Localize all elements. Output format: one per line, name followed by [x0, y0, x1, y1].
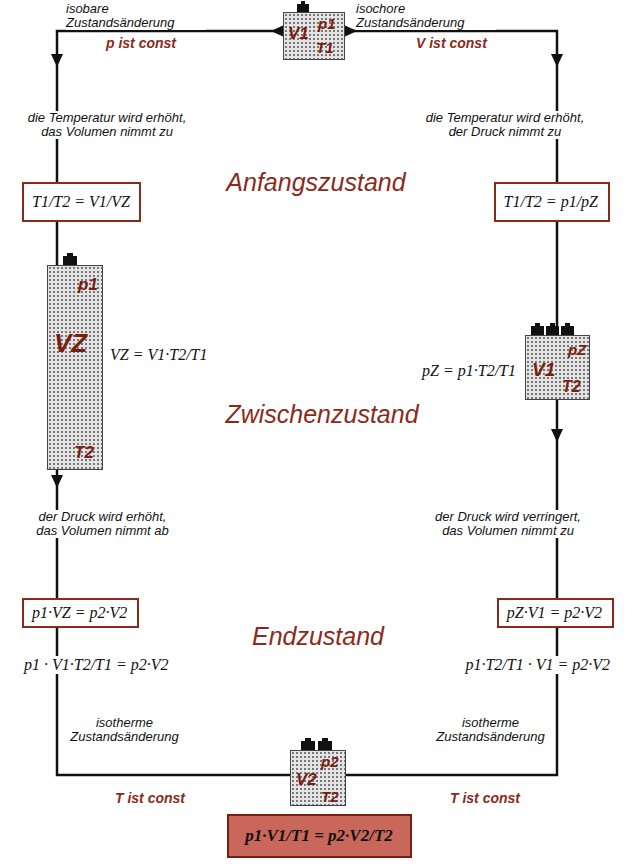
piston-weight: [301, 741, 315, 750]
piston-weight: [63, 256, 77, 265]
weight-knob: [565, 323, 570, 326]
gas-cylinder: p2V2T2: [290, 750, 346, 806]
state-variable: p1: [78, 276, 98, 293]
constant-label: p ist const: [104, 35, 178, 51]
piston-weight: [531, 326, 544, 335]
weight-knob: [67, 253, 73, 256]
connector: [51, 25, 284, 182]
arrow-head: [51, 54, 63, 67]
piston-weight: [297, 4, 309, 12]
state-variable: VZ: [54, 330, 87, 356]
formula-box: pZ·V1 = p2·V2: [497, 598, 614, 628]
process-name: isobare Zustandsänderung: [66, 2, 206, 30]
formula-text: pZ = p1·T2/T1: [420, 362, 518, 380]
state-variable: T1: [316, 40, 334, 55]
formula-box: T1/T2 = V1/VZ: [22, 182, 141, 222]
piston-weight: [318, 741, 332, 750]
weight-knob: [322, 738, 328, 741]
gas-cylinder: V1 p1T1: [283, 12, 345, 60]
formula-text: T1/T2 = p1/pZ: [504, 193, 600, 211]
connector-line: [57, 31, 283, 182]
process-name: isotherme Zustandsänderung: [428, 716, 553, 744]
formula-text: p1·VZ = p2·V2: [32, 604, 129, 622]
constant-label: T ist const: [448, 790, 522, 806]
constant-label: T ist const: [113, 790, 187, 806]
result-formula-box: p1·V1/T1 = p2·V2/T2: [227, 814, 412, 858]
state-label: Anfangszustand: [223, 168, 408, 197]
connector-line: [56, 222, 59, 265]
state-variable: V1: [532, 360, 555, 379]
formula-box: T1/T2 = p1/pZ: [494, 182, 610, 222]
arrow-head: [551, 54, 563, 67]
piston-weight: [546, 326, 559, 335]
formula-text: T1/T2 = V1/VZ: [32, 193, 131, 211]
constant-label: V ist const: [414, 35, 489, 51]
connector: [551, 400, 563, 598]
connector-line: [345, 31, 557, 182]
annotation-text: die Temperatur wird erhöht, der Druck ni…: [420, 111, 590, 139]
state-variable: V2: [296, 771, 317, 788]
connector: [344, 25, 563, 182]
weight-knob: [301, 1, 305, 4]
connector: [57, 222, 58, 265]
formula-text: VZ = V1·T2/T1: [108, 346, 209, 364]
arrow-head: [551, 429, 563, 442]
state-variable: T2: [321, 789, 339, 804]
formula-text: p1·T2/T1 · V1 = p2·V2: [463, 656, 612, 674]
process-name: isotherme Zustandsänderung: [62, 716, 187, 744]
annotation-text: der Druck wird verringert, das Volumen n…: [428, 510, 588, 538]
state-label: Zwischenzustand: [222, 400, 421, 429]
weight-knob: [305, 738, 311, 741]
weight-knob: [550, 323, 555, 326]
annotation-text: der Druck wird erhöht, das Volumen nimmt…: [30, 510, 175, 538]
state-variable: V1: [288, 25, 309, 42]
state-variable: p2: [321, 754, 339, 769]
state-variable: T2: [74, 444, 94, 461]
state-variable: p1: [318, 16, 336, 31]
gas-cylinder: V1 pZ T2: [525, 335, 590, 400]
connector: [557, 222, 558, 335]
piston-weight: [561, 326, 574, 335]
state-label: Endzustand: [249, 622, 387, 651]
state-variable: T2: [562, 379, 581, 395]
state-variable: pZ: [568, 342, 586, 357]
connector-line: [556, 222, 559, 335]
formula-text: p1·V1/T1 = p2·V2/T2: [245, 827, 394, 845]
formula-box: p1·VZ = p2·V2: [22, 598, 139, 628]
arrow-head: [51, 475, 63, 488]
formula-text: pZ·V1 = p2·V2: [507, 604, 604, 622]
annotation-text: die Temperatur wird erhöht, das Volumen …: [22, 111, 192, 139]
process-name: isochore Zustandsänderung: [356, 2, 496, 30]
formula-text: p1 · V1·T2/T1 = p2·V2: [22, 656, 171, 674]
weight-knob: [535, 323, 540, 326]
gas-cylinder: p1VZ T2: [47, 265, 103, 470]
